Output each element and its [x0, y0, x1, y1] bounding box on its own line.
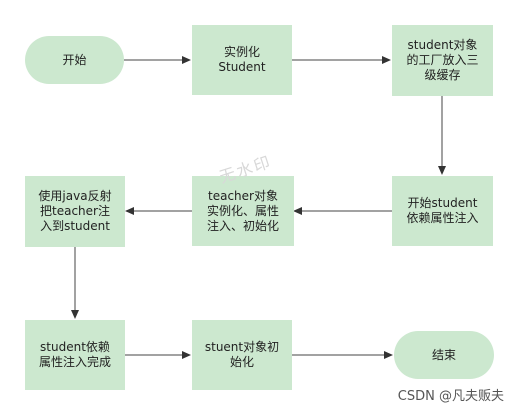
inject-done-node: student依赖 属性注入完成: [25, 320, 125, 390]
csdn-watermark: CSDN @凡夫贩夫: [397, 389, 504, 404]
teacher-init-node: teacher对象 实例化、属性 注入、初始化: [192, 176, 294, 246]
inject-start-node: 开始student 依赖属性注入: [392, 176, 493, 246]
put-cache-node: student对象 的工厂放入三 级缓存: [392, 25, 493, 96]
student-init-node: stuent对象初 始化: [192, 320, 292, 390]
start-node: 开始: [25, 36, 124, 84]
instantiate-node: 实例化 Student: [192, 25, 292, 95]
reflect-node: 使用java反射 把teacher注 入到student: [25, 176, 125, 247]
end-node: 结束: [394, 331, 494, 379]
